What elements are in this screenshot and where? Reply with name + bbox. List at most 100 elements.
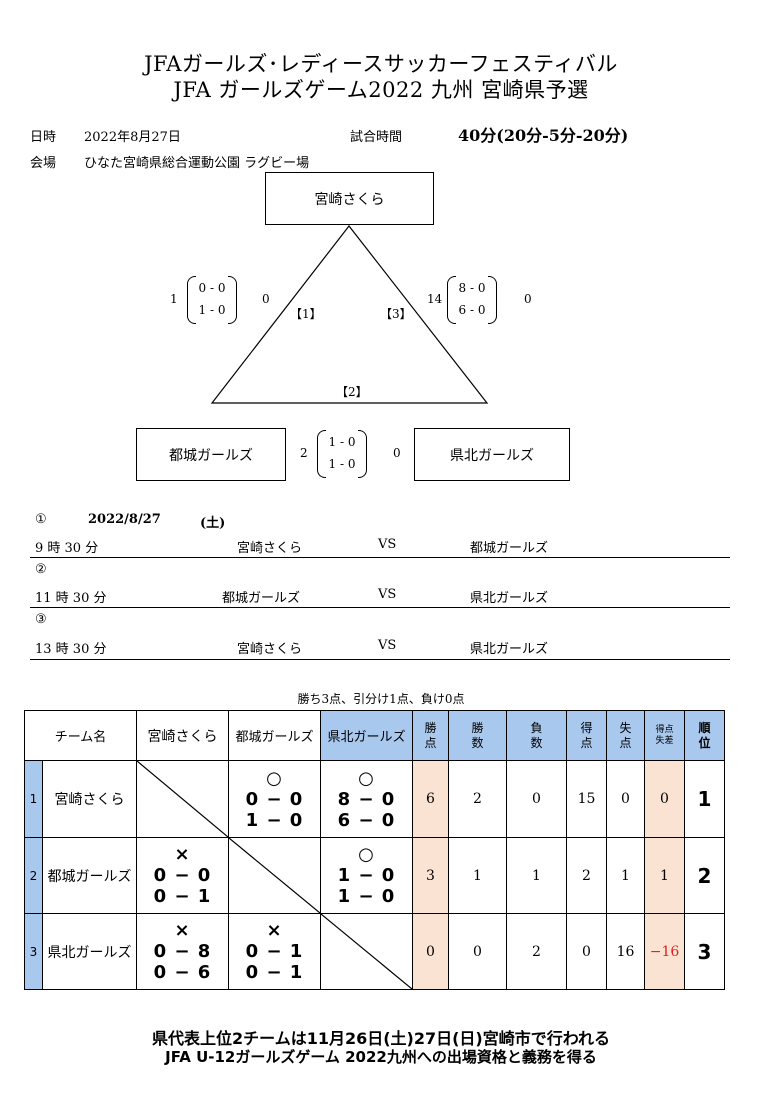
match2-half1: 1 - 0 <box>328 435 356 449</box>
self-match-cell <box>320 913 413 990</box>
game1-away: 都城ガールズ <box>470 541 549 556</box>
header-col1: 宮崎さくら <box>136 710 229 761</box>
page-title: JFAガールズ･レディースサッカーフェスティバル <box>144 52 618 76</box>
team-name: 県北ガールズ <box>42 913 137 990</box>
goal-diff-value: 1 <box>644 837 685 914</box>
team-name: 都城ガールズ <box>42 837 137 914</box>
header-points: 勝点 <box>412 710 449 761</box>
match3-label: 【3】 <box>380 307 412 321</box>
result-mark: ○ <box>266 767 283 789</box>
team-name: 宮崎さくら <box>42 760 137 838</box>
losses-value: 0 <box>506 760 567 838</box>
venue-value: ひなた宮崎県総合運動公園 ラグビー場 <box>84 156 310 171</box>
team-number: 3 <box>24 913 43 990</box>
game2-marker: ② <box>35 562 47 577</box>
goals-against-value: 0 <box>606 760 645 838</box>
goals-against-value: 1 <box>606 837 645 914</box>
half1-score: 8 − 0 <box>337 788 396 810</box>
game2-vs: VS <box>378 587 397 602</box>
half2-score: 6 − 0 <box>337 809 396 831</box>
match2-label: 【2】 <box>336 385 368 399</box>
goal-diff-value: 0 <box>644 760 685 838</box>
date-label: 日時 <box>30 130 57 145</box>
half2-score: 1 − 0 <box>245 809 304 831</box>
standings-table: チーム名 宮崎さくら 都城ガールズ 県北ガールズ 勝点 勝数 負数 得点 失点 … <box>24 710 725 990</box>
points-value: 3 <box>412 837 449 914</box>
goals-for-value: 0 <box>566 913 607 990</box>
match1-half2: 1 - 0 <box>198 303 226 317</box>
header-wins: 勝数 <box>448 710 507 761</box>
league-triangle <box>210 225 489 404</box>
match3-half1: 8 - 0 <box>458 281 486 295</box>
game3-time: 13 時 30 分 <box>35 642 107 657</box>
header-col2: 都城ガールズ <box>228 710 321 761</box>
header-losses: 負数 <box>506 710 567 761</box>
header-col3: 県北ガールズ <box>320 710 413 761</box>
game2-time: 11 時 30 分 <box>35 591 107 606</box>
header-gd: 得点失差 <box>644 710 685 761</box>
match1-right-total: 0 <box>262 292 270 306</box>
match3-right-total: 0 <box>524 292 532 306</box>
match3-left-total: 14 <box>427 292 443 306</box>
game3-away: 県北ガールズ <box>470 642 549 657</box>
diagonal-line <box>137 761 228 837</box>
half1-score: 0 − 8 <box>153 941 212 962</box>
footer-line1: 県代表上位2チームは11月26日(土)27日(日)宮崎市で行われる <box>152 1029 610 1048</box>
schedule-divider <box>30 557 730 558</box>
header-rank: 順位 <box>684 710 725 761</box>
half2-score: 0 − 6 <box>153 962 212 983</box>
goal-diff-value: −16 <box>644 913 685 990</box>
rank-value: 3 <box>684 913 725 990</box>
page-subtitle: JFA ガールズゲーム2022 九州 宮崎県予選 <box>173 78 589 102</box>
points-rule: 勝ち3点、引分け1点、負け0点 <box>297 692 465 706</box>
points-value: 6 <box>412 760 449 838</box>
team-box-top: 宮崎さくら <box>265 172 434 225</box>
diagonal-line <box>321 914 412 989</box>
schedule-marker: ① <box>35 512 47 527</box>
match3-half2: 6 - 0 <box>458 303 486 317</box>
half1-score: 1 − 0 <box>337 865 396 886</box>
goals-for-value: 2 <box>566 837 607 914</box>
game2-away: 県北ガールズ <box>470 591 549 606</box>
half2-score: 0 − 1 <box>245 962 304 983</box>
half1-score: 0 − 1 <box>245 941 304 962</box>
duration-value: 40分(20分-5分-20分) <box>458 126 629 145</box>
result-mark: × <box>174 920 191 941</box>
wins-value: 0 <box>448 913 507 990</box>
match2-half2: 1 - 0 <box>328 457 356 471</box>
match1-label: 【1】 <box>290 307 322 321</box>
venue-label: 会場 <box>30 156 57 171</box>
date-value: 2022年8月27日 <box>84 130 181 145</box>
rank-value: 2 <box>684 837 725 914</box>
half1-score: 0 − 0 <box>245 788 304 810</box>
schedule-divider <box>30 659 730 660</box>
points-value: 0 <box>412 913 449 990</box>
result-mark: × <box>266 920 283 941</box>
match2-left-total: 2 <box>300 446 308 460</box>
header-ga: 失点 <box>606 710 645 761</box>
game3-home: 宮崎さくら <box>237 642 303 657</box>
team-box-right: 県北ガールズ <box>414 428 570 481</box>
result-mark: ○ <box>358 844 375 865</box>
half1-score: 0 − 0 <box>153 865 212 886</box>
game1-home: 宮崎さくら <box>237 541 303 556</box>
header-team: チーム名 <box>24 710 137 761</box>
header-gf: 得点 <box>566 710 607 761</box>
losses-value: 2 <box>506 913 567 990</box>
self-match-cell <box>228 837 321 914</box>
game1-vs: VS <box>378 537 397 552</box>
wins-value: 2 <box>448 760 507 838</box>
match2-right-total: 0 <box>393 446 401 460</box>
match1-half1: 0 - 0 <box>198 281 226 295</box>
schedule-weekday: (土) <box>200 516 226 531</box>
losses-value: 1 <box>506 837 567 914</box>
match3-score-matrix: 8 - 0 6 - 0 <box>447 276 497 324</box>
